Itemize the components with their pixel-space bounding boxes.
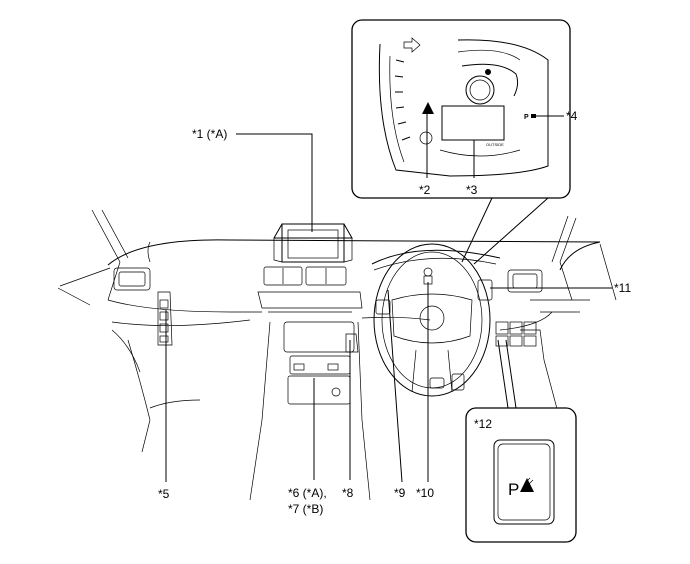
speedometer-scale	[394, 59, 411, 141]
leader-lines	[165, 114, 612, 483]
p-indicator-glyph: P	[524, 114, 529, 121]
turn-arrow-icon	[403, 37, 421, 53]
label-c4: *4	[566, 109, 578, 123]
callout-labels: *1 (*A) *2 *3 *4 *5 *6 (*A), *7 (*B) *8 …	[158, 109, 631, 516]
label-c1: *1 (*A)	[192, 127, 227, 141]
navigation-display	[273, 223, 353, 263]
label-c3: *3	[466, 183, 478, 197]
label-c6: *6 (*A),	[288, 486, 327, 500]
label-c2: *2	[419, 183, 431, 197]
label-c11: *11	[614, 281, 631, 295]
steering-wheel	[371, 243, 501, 397]
parking-switch-inset: P	[465, 339, 577, 543]
display-caption: OUTSIDE	[486, 142, 504, 147]
label-c10: *10	[416, 486, 434, 500]
warning-triangle-icon	[422, 102, 434, 114]
switch-p-letter: P	[508, 480, 519, 499]
meter-inset: OUTSIDE P	[351, 19, 571, 265]
label-c8: *8	[342, 486, 354, 500]
label-c9: *9	[394, 486, 406, 500]
label-c5: *5	[158, 487, 170, 501]
label-c12: *12	[474, 417, 492, 431]
label-c7: *7 (*B)	[288, 502, 323, 516]
parking-assist-switch-icon: P	[508, 477, 534, 499]
dashboard-line-art	[57, 209, 617, 501]
